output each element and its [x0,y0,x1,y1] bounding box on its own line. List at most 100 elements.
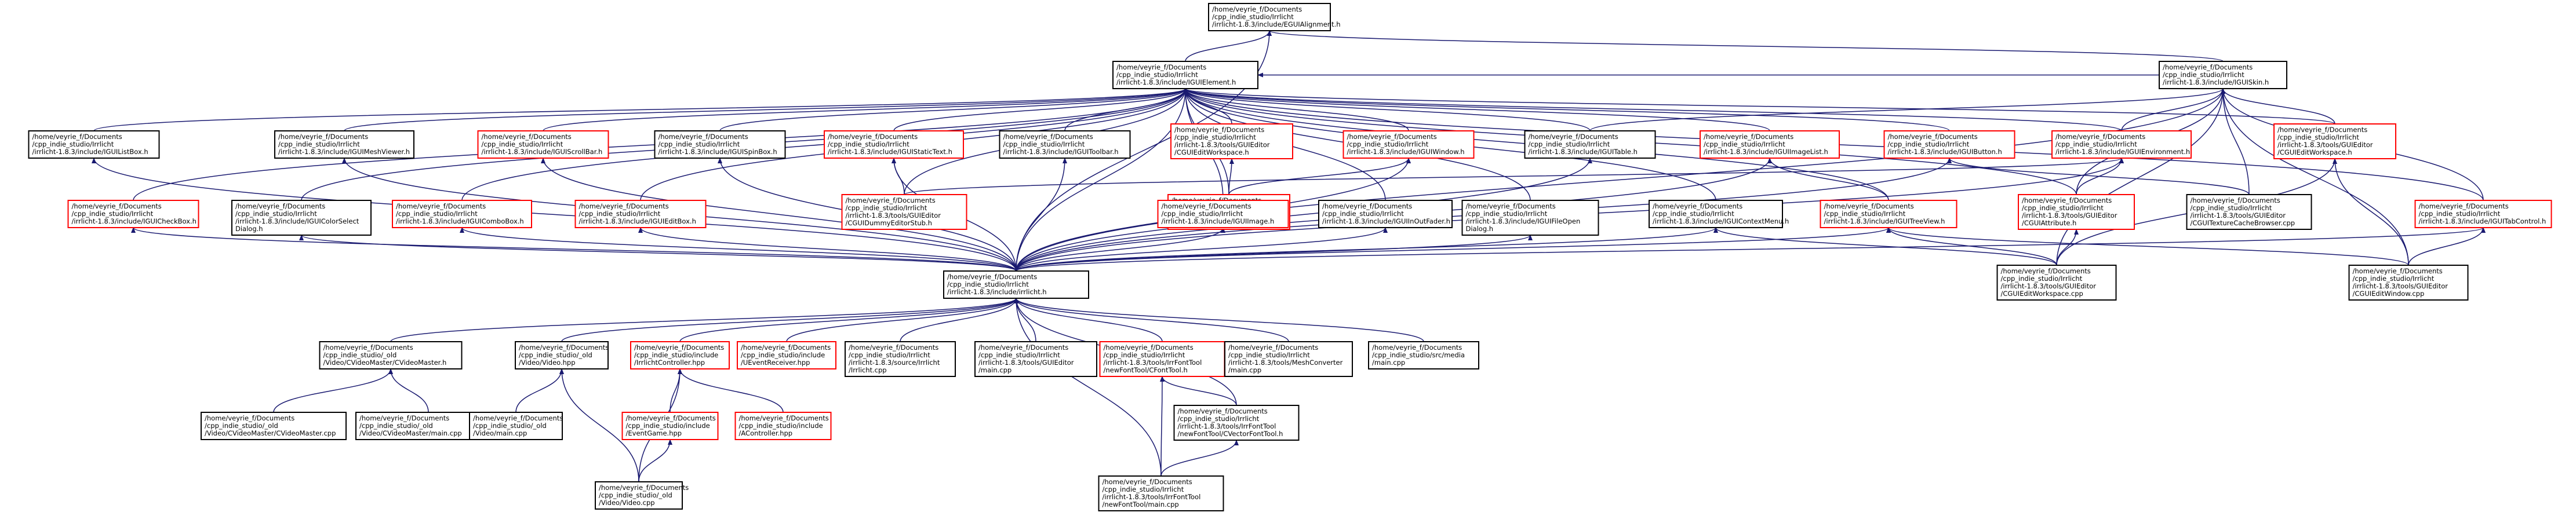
file-node-irrlicht[interactable]: /home/veyrie_f/Documents/cpp_indie_studi… [943,270,1089,299]
node-box [2051,130,2192,159]
file-node-imesh[interactable]: /home/veyrie_f/Documents/cpp_indie_studi… [274,130,414,159]
file-node-videomain[interactable]: /home/veyrie_f/Documents/cpp_indie_studi… [469,412,563,440]
file-node-icheckbox[interactable]: /home/veyrie_f/Documents/cpp_indie_studi… [67,200,199,228]
include-edge-ctexcache-to-iskin [2221,88,2250,195]
node-label-line: /cpp_indie_studio/Irrlicht [1322,210,1404,218]
node-label-line: /home/veyrie_f/Documents [846,196,936,204]
include-edge-videocpp-to-eventgame [638,439,672,482]
file-node-root[interactable]: /home/veyrie_f/Documents/cpp_indie_studi… [1208,3,1341,31]
node-label-line: /home/veyrie_f/Documents [1104,343,1194,352]
file-node-iinout[interactable]: /home/veyrie_f/Documents/cpp_indie_studi… [1318,200,1453,228]
node-label-line: /cpp_indie_studio/include [739,422,823,430]
file-node-itreeview[interactable]: /home/veyrie_f/Documents/cpp_indie_studi… [1820,200,1958,228]
node-label-line: /cpp_indie_studio/Irrlicht [2277,133,2359,141]
file-node-cguieditpanel[interactable]: /home/veyrie_f/Documents/cpp_indie_studi… [1170,123,1293,159]
include-edge-irrlicht-to-icheckbox [131,227,1017,272]
node-label-line: /home/veyrie_f/Documents [1228,343,1318,352]
file-node-istatic[interactable]: /home/veyrie_f/Documents/cpp_indie_studi… [824,130,964,159]
file-node-iwindow[interactable]: /home/veyrie_f/Documents/cpp_indie_studi… [1342,130,1475,159]
file-node-icontext[interactable]: /home/veyrie_f/Documents/cpp_indie_studi… [1649,200,1789,228]
node-label-line: /cpp_indie_studio/Irrlicht [1228,351,1310,359]
file-node-cvideomaster_h[interactable]: /home/veyrie_f/Documents/cpp_indie_studi… [319,341,463,369]
node-label-line: /home/veyrie_f/Documents [1653,202,1742,210]
node-label-line: /home/veyrie_f/Documents [323,343,413,352]
file-node-iimage[interactable]: /home/veyrie_f/Documents/cpp_indie_studi… [1157,200,1289,228]
file-node-iskin[interactable]: /home/veyrie_f/Documents/cpp_indie_studi… [2159,61,2287,89]
node-label-line: /cpp_indie_studio/Irrlicht [1103,485,1184,493]
file-node-itabctrl[interactable]: /home/veyrie_f/Documents/cpp_indie_studi… [2414,200,2552,228]
file-node-videocpp[interactable]: /home/veyrie_f/Documents/cpp_indie_studi… [595,481,689,510]
node-label-line: /home/veyrie_f/Documents [1116,63,1206,71]
include-edge-itable-to-ielem [1183,88,1591,131]
file-node-cvectorfont[interactable]: /home/veyrie_f/Documents/cpp_indie_studi… [1173,405,1300,441]
node-label-line: /home/veyrie_f/Documents [482,133,572,141]
node-label-line: /AController.hpp [739,429,793,437]
include-edge-iimagelist-to-ielem [1183,88,1770,131]
include-edge-irrlicht-to-itoolbar [1016,158,1067,272]
file-node-fonttoolmain[interactable]: /home/veyrie_f/Documents/cpp_indie_studi… [1098,475,1224,511]
include-edge-ueventrecv-to-irrlicht [786,298,1018,342]
node-label-line: /cpp_indie_studio/Irrlicht [2163,71,2244,79]
file-node-ispin[interactable]: /home/veyrie_f/Documents/cpp_indie_studi… [654,130,786,159]
file-node-srcmain[interactable]: /home/veyrie_f/Documents/cpp_indie_studi… [1368,341,1479,369]
file-node-cfonttool[interactable]: /home/veyrie_f/Documents/cpp_indie_studi… [1099,341,1225,377]
file-node-iscroll[interactable]: /home/veyrie_f/Documents/cpp_indie_studi… [477,130,609,159]
node-label-line: /irrlicht-1.8.3/tools/IrrFontTool [1104,358,1202,367]
node-label-line: /Video/CVideoMaster/CVideoMaster.h [323,358,447,367]
include-edge-irrlicht-to-iimage [1016,227,1225,272]
node-label-line: /irrlicht-1.8.3/include/IGUIImageList.h [1704,148,1828,156]
node-label-line: /irrlicht-1.8.3/include/IGUIInOutFader.h [1322,217,1450,225]
include-edge-cguieditwindow-to-cguieditws [2333,158,2409,266]
file-node-icombo[interactable]: /home/veyrie_f/Documents/cpp_indie_studi… [392,200,532,228]
file-node-ueventrecv[interactable]: /home/veyrie_f/Documents/cpp_indie_studi… [737,341,836,369]
node-label-line: /irrlicht-1.8.3/tools/GUIEditor [2277,141,2373,149]
node-label-line: /cpp_indie_studio/_old [599,491,672,499]
file-node-ilistbox[interactable]: /home/veyrie_f/Documents/cpp_indie_studi… [28,130,160,159]
file-node-cguieditwscpp[interactable]: /home/veyrie_f/Documents/cpp_indie_studi… [1996,265,2117,301]
node-box [1098,475,1224,511]
file-node-ieditbox[interactable]: /home/veyrie_f/Documents/cpp_indie_studi… [574,200,707,228]
file-node-iimagelist[interactable]: /home/veyrie_f/Documents/cpp_indie_studi… [1700,130,1840,159]
file-node-itable[interactable]: /home/veyrie_f/Documents/cpp_indie_studi… [1524,130,1656,159]
node-label-line: /irrlicht-1.8.3/include/IGUIEditBox.h [579,217,696,225]
node-box [654,130,786,159]
node-label-line: /cpp_indie_studio/Irrlicht [2353,275,2435,283]
node-label-line: /home/veyrie_f/Documents [72,202,162,210]
node-label-line: /irrlicht-1.8.3/tools/MeshConverter [1228,358,1343,367]
file-node-ctexcache[interactable]: /home/veyrie_f/Documents/cpp_indie_studi… [2186,194,2312,230]
file-node-acontroller[interactable]: /home/veyrie_f/Documents/cpp_indie_studi… [734,412,832,440]
node-box [67,200,199,228]
file-node-guieditmain[interactable]: /home/veyrie_f/Documents/cpp_indie_studi… [974,341,1097,377]
node-label-line: /cpp_indie_studio/Irrlicht [1178,415,1260,423]
file-node-ibutton[interactable]: /home/veyrie_f/Documents/cpp_indie_studi… [1883,130,2015,159]
node-box [1173,405,1300,441]
include-edge-imesh-to-ielem [344,88,1188,131]
file-node-cdummystub[interactable]: /home/veyrie_f/Documents/cpp_indie_studi… [841,194,967,230]
file-node-icolorsel[interactable]: /home/veyrie_f/Documents/cpp_indie_studi… [231,200,372,236]
file-node-meshconv[interactable]: /home/veyrie_f/Documents/cpp_indie_studi… [1224,341,1353,377]
node-label-line: /home/veyrie_f/Documents [739,414,829,422]
node-label-line: /CGUITextureCacheBrowser.cpp [2191,219,2295,227]
include-edge-cguiattr-to-ienv [2076,158,2124,195]
file-node-irrctrl[interactable]: /home/veyrie_f/Documents/cpp_indie_studi… [630,341,730,369]
node-label-line: /irrlicht-1.8.3/include/IGUITable.h [1529,148,1638,156]
file-node-ifileopen[interactable]: /home/veyrie_f/Documents/cpp_indie_studi… [1461,200,1599,236]
file-node-itoolbar[interactable]: /home/veyrie_f/Documents/cpp_indie_studi… [999,130,1131,159]
node-label-line: /cpp_indie_studio/Irrlicht [2191,204,2272,212]
file-node-ielem[interactable]: /home/veyrie_f/Documents/cpp_indie_studi… [1112,61,1258,89]
include-edge-videocpp-to-videohpp [559,368,639,482]
file-node-videohpp[interactable]: /home/veyrie_f/Documents/cpp_indie_studi… [515,341,609,369]
node-label-line: /cpp_indie_studio/Irrlicht [1653,210,1734,218]
include-edge-istatic-to-ielem [893,88,1188,131]
node-label-line: /cpp_indie_studio/Irrlicht [2055,140,2137,148]
file-node-cguieditws[interactable]: /home/veyrie_f/Documents/cpp_indie_studi… [2273,123,2396,159]
node-label-line: /home/veyrie_f/Documents [1178,407,1268,415]
node-label-line: /home/veyrie_f/Documents [1322,202,1412,210]
node-label-line: /irrlicht-1.8.3/include/IGUIListBox.h [32,148,148,156]
file-node-irrcpp[interactable]: /home/veyrie_f/Documents/cpp_indie_studi… [845,341,956,377]
file-node-cguieditwindow[interactable]: /home/veyrie_f/Documents/cpp_indie_studi… [2348,265,2469,301]
file-node-cvideomaster_cpp[interactable]: /home/veyrie_f/Documents/cpp_indie_studi… [201,412,347,440]
file-node-eventgame[interactable]: /home/veyrie_f/Documents/cpp_indie_studi… [621,412,719,440]
file-node-ienv[interactable]: /home/veyrie_f/Documents/cpp_indie_studi… [2051,130,2192,159]
file-node-cguiattr[interactable]: /home/veyrie_f/Documents/cpp_indie_studi… [2018,194,2135,230]
